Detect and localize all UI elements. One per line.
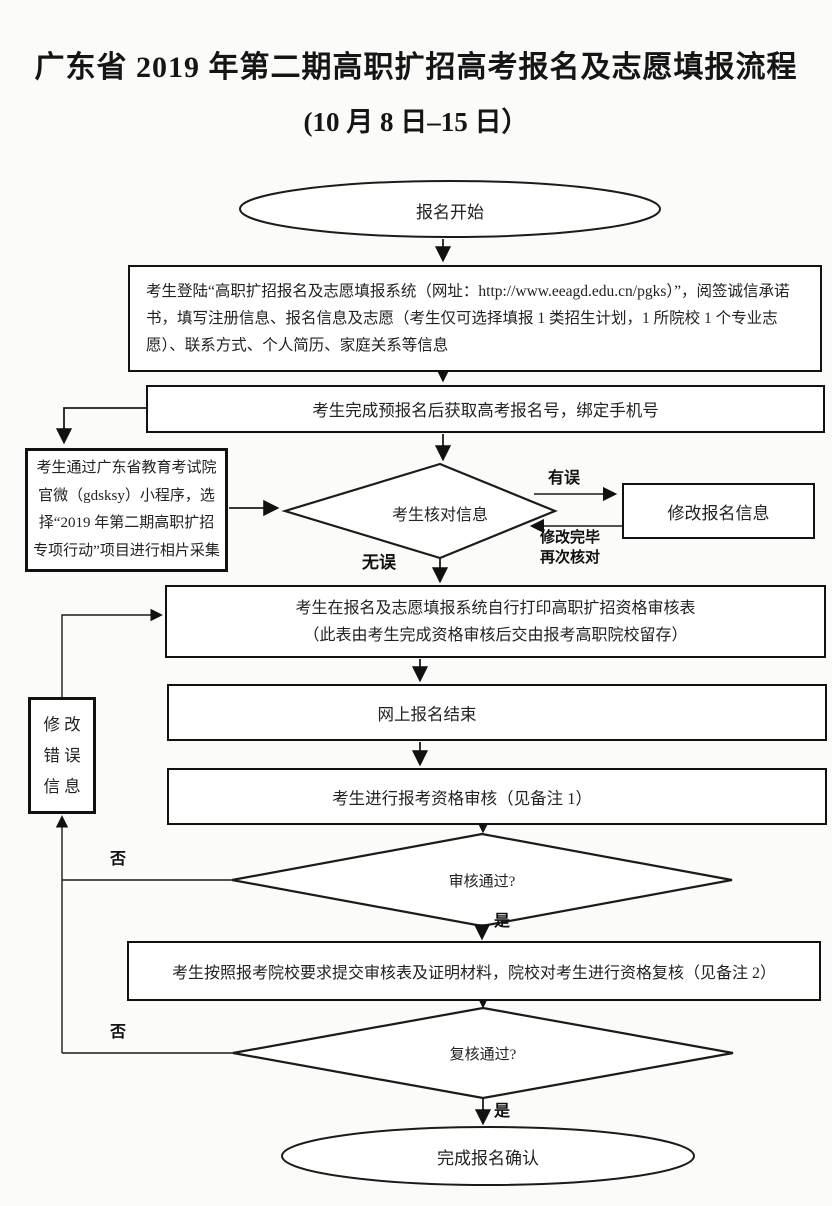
finish-node-label: 完成报名确认 (437, 1149, 539, 1168)
recheck-pass-decision-label: 复核通过? (449, 1047, 517, 1063)
page-title: 广东省 2019 年第二期高职扩招高考报名及志愿填报流程 (34, 51, 798, 84)
edge-label-recheck-yes: 是 (494, 1103, 511, 1120)
photo-step-label: 考生通过广东省教育考试院官微（gdsksy）小程序，选择“2019 年第二期高职… (33, 460, 220, 559)
submit-materials-recheck-step: 考生按照报考院校要求提交审核表及证明材料，院校对考生进行资格复核（见备注 2） (127, 941, 821, 1001)
submit-step-label: 考生按照报考院校要求提交审核表及证明材料，院校对考生进行资格复核（见备注 2） (171, 965, 776, 982)
check-info-diamond (281, 462, 558, 560)
login-and-fill-info-step: 考生登陆“高职扩招报名及志愿填报系统（网址：http://www.eeagd.e… (128, 265, 822, 372)
check-info-decision-label: 考生核对信息 (391, 507, 488, 524)
photo-collection-step: 考生通过广东省教育考试院官微（gdsksy）小程序，选择“2019 年第二期高职… (25, 448, 228, 572)
online-registration-end-step: 网上报名结束 (167, 684, 827, 741)
print-step-label: 考生在报名及志愿填报系统自行打印高职扩招资格审核表 （此表由考生完成资格审核后交… (295, 599, 696, 644)
preregistration-number-step: 考生完成预报名后获取高考报名号，绑定手机号 (146, 385, 825, 433)
audit-step-label: 考生进行报考资格审核（见备注 1） (332, 788, 592, 808)
modify-registration-info-step: 修改报名信息 (622, 483, 815, 539)
arrow-prereg-to-photo (55, 407, 146, 445)
page-subtitle-date-range: (10 月 8 日–15 日） (303, 107, 529, 137)
modify-step-label: 修改报名信息 (667, 503, 770, 523)
edge-label-no-error: 无误 (362, 553, 396, 572)
online-end-label: 网上报名结束 (377, 704, 477, 724)
audit-pass-decision-label: 审核通过? (448, 874, 516, 890)
start-node-label: 报名开始 (416, 203, 484, 222)
edge-label-recheck-no: 否 (110, 1024, 127, 1041)
audit-pass-diamond (231, 832, 733, 928)
recheck-pass-diamond (232, 1006, 734, 1100)
edge-label-audit-no: 否 (110, 851, 127, 868)
arrow-mod-error-to-print (61, 608, 163, 697)
correct-error-info-step: 修 改 错 误 信 息 (28, 697, 96, 814)
qualification-audit-step: 考生进行报考资格审核（见备注 1） (167, 768, 827, 825)
edge-label-has-error: 有误 (548, 470, 581, 487)
login-step-label: 考生登陆“高职扩招报名及志愿填报系统（网址：http://www.eeagd.e… (146, 283, 790, 354)
finish-oval (281, 1126, 695, 1186)
correct-error-label: 修 改 错 误 信 息 (43, 715, 81, 796)
start-oval (239, 180, 661, 238)
edge-label-audit-yes: 是 (494, 913, 511, 930)
edge-label-modified-recheck: 修改完毕 再次核对 (540, 530, 601, 566)
preregistration-step-label: 考生完成预报名后获取高考报名号，绑定手机号 (312, 401, 659, 420)
print-audit-form-step: 考生在报名及志愿填报系统自行打印高职扩招资格审核表 （此表由考生完成资格审核后交… (165, 585, 826, 658)
